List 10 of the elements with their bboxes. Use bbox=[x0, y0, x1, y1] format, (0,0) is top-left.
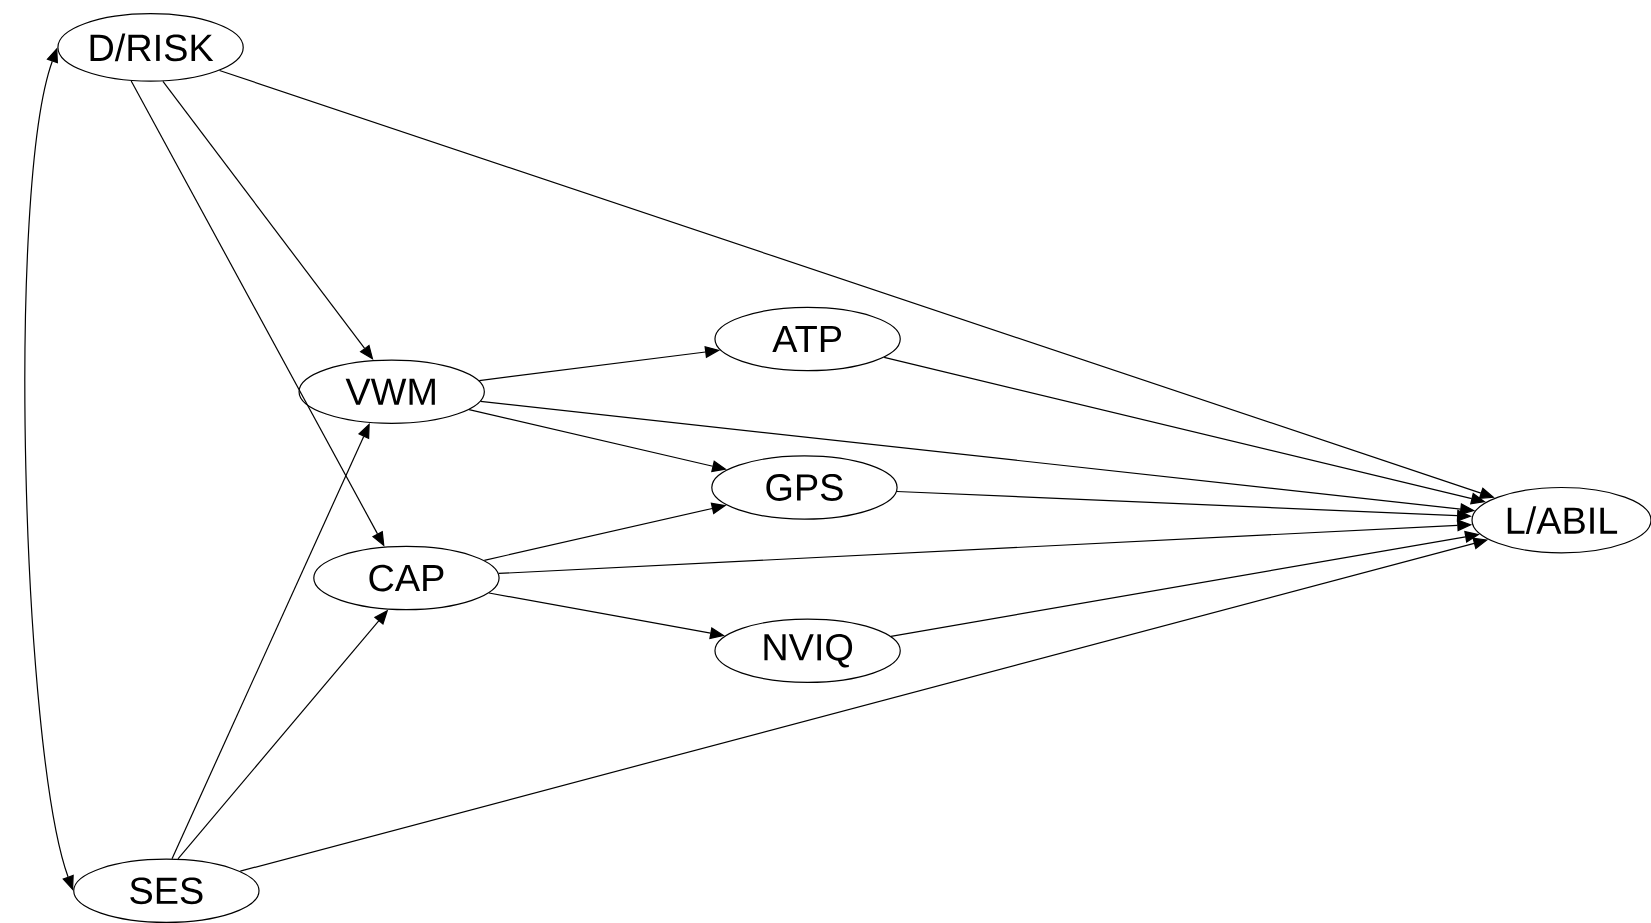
ellipse-node: ATP bbox=[714, 306, 901, 372]
arrow bbox=[488, 592, 725, 639]
arrow bbox=[883, 356, 1486, 505]
ellipse-node: NVIQ bbox=[714, 618, 901, 683]
ellipse-node: VWM bbox=[298, 359, 485, 424]
arrow bbox=[162, 80, 374, 360]
ellipse-node: D/RISK bbox=[57, 12, 244, 82]
ellipse-node: SES bbox=[73, 858, 260, 923]
ellipse-node: GPS bbox=[711, 455, 898, 520]
ellipse-node: CAP bbox=[313, 545, 500, 611]
